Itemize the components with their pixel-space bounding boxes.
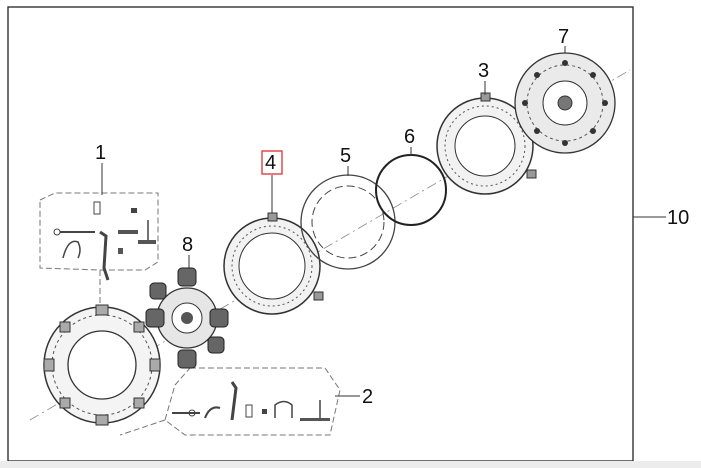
callout-8: 8 (182, 234, 193, 256)
callout-6: 6 (404, 126, 415, 148)
pressure-plate-assembly (43, 304, 161, 426)
callout-1: 1 (95, 142, 106, 164)
part-4-ring (223, 212, 324, 315)
bottom-strip (0, 461, 701, 468)
callout-4-highlight (261, 150, 283, 175)
callout-5: 5 (340, 145, 351, 167)
callout-10: 10 (667, 207, 689, 229)
parts-group-1 (39, 192, 159, 330)
part-3-cover (436, 92, 537, 195)
callout-2: 2 (362, 386, 373, 408)
clutch-disc-8 (145, 267, 229, 369)
part-7-friction-disc (514, 52, 616, 154)
parts-group-2 (119, 367, 341, 436)
callout-3: 3 (478, 60, 489, 82)
callout-7: 7 (558, 26, 569, 48)
callout-4: 4 (265, 152, 276, 174)
